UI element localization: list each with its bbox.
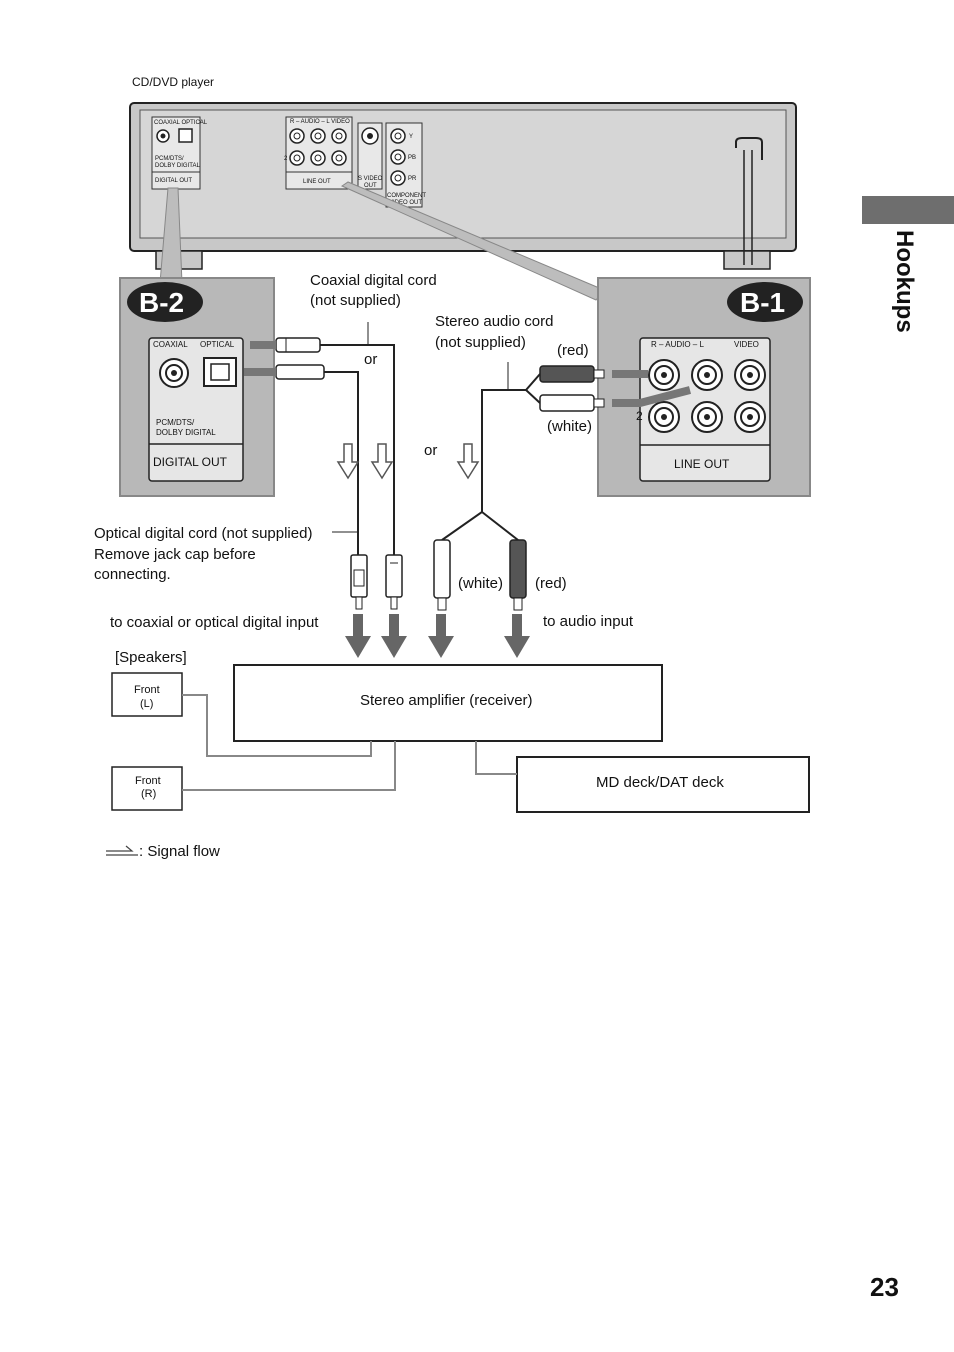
signal-flow-legend-icon [106, 845, 138, 856]
white-bottom-label: (white) [458, 575, 503, 592]
b1-audio-label: R – AUDIO – L [651, 340, 704, 349]
section-label: Hookups [888, 230, 918, 352]
front-l-label-2: (L) [140, 698, 153, 710]
front-left-speaker [111, 672, 183, 717]
optical-plug-top [275, 364, 325, 380]
amplifier-box [233, 664, 663, 742]
rear-line-out-jacks [289, 128, 347, 166]
b1-row2: 2 [636, 409, 643, 423]
b2-coaxial-label: COAXIAL [153, 340, 188, 349]
section-tab [862, 196, 954, 224]
rear-optical-jack [178, 128, 193, 143]
b2-pcm1: PCM/DTS/ [156, 418, 195, 427]
to-digital-label: to coaxial or optical digital input [110, 614, 319, 631]
badge-b1 [727, 282, 803, 322]
speakers-label: [Speakers] [115, 649, 187, 666]
b2-pcm2: DOLBY DIGITAL [156, 428, 216, 437]
b1-video-label: VIDEO [734, 340, 759, 349]
stereo-cord-label-2: (not supplied) [435, 334, 526, 351]
optical-plug-bottom [350, 554, 368, 598]
optical-label-3: connecting. [94, 566, 171, 583]
amplifier-label: Stereo amplifier (receiver) [360, 692, 533, 709]
signal-flow-arrows [336, 443, 480, 480]
b1-line-out-jacks [648, 359, 766, 433]
badge-b2-label: B-2 [139, 287, 184, 318]
front-right-speaker [111, 766, 183, 811]
coax-cord-label-1: Coaxial digital cord [310, 272, 437, 289]
optical-label-1: Optical digital cord (not supplied) [94, 525, 312, 542]
optical-label-2: Remove jack cap before [94, 546, 256, 563]
page-number: 23 [870, 1272, 899, 1302]
section-label-text: Hookups [891, 230, 918, 333]
badge-b2 [127, 282, 203, 322]
rear-coax-optical-label: COAXIAL OPTICAL [154, 120, 208, 126]
rear-pr: PR [408, 176, 417, 182]
signal-flow-label: : Signal flow [139, 843, 220, 860]
player-unit: CD/DVD player COAXIAL OPTICAL PCM/DTS/ D… [129, 75, 797, 270]
badge-b1-label: B-1 [740, 287, 785, 318]
rear-component-jacks [390, 128, 406, 186]
or-label-2: or [424, 442, 437, 459]
red-plug-top [539, 365, 595, 383]
white-insert-arrow [612, 386, 692, 407]
b2-optical-label: OPTICAL [200, 340, 235, 349]
white-plug-top [539, 394, 595, 412]
front-l-label-1: Front [134, 684, 160, 696]
panel-b1: R – AUDIO – L VIDEO 1 2 LINE OUT B-1 [597, 277, 811, 497]
front-r-label-1: Front [135, 775, 161, 787]
rear-pcm2: DOLBY DIGITAL [155, 163, 200, 169]
panel-b2: COAXIAL OPTICAL PCM/DTS/ DOLBY DIGITAL D… [119, 277, 275, 497]
rear-svideo1: S VIDEO [358, 176, 383, 182]
digital-cables [244, 322, 403, 610]
md-deck-label: MD deck/DAT deck [596, 774, 724, 791]
white-plug-bottom [433, 539, 451, 599]
rear-audio-video-label: R – AUDIO – L VIDEO [290, 119, 350, 125]
rear-line-out: LINE OUT [303, 179, 331, 185]
input-arrows [345, 614, 530, 658]
md-deck-box [516, 756, 810, 813]
coaxial-plug-bottom [385, 554, 403, 598]
rear-pb: PB [408, 155, 416, 161]
rear-pcm1: PCM/DTS/ [155, 156, 184, 162]
rear-comp1: COMPONENT [387, 193, 426, 199]
or-label-1: or [364, 351, 377, 368]
coaxial-plug-top [275, 337, 321, 353]
stereo-audio-cable [433, 362, 692, 611]
player-label: CD/DVD player [132, 75, 214, 89]
rear-y: Y [409, 134, 413, 140]
rear-digital-out: DIGITAL OUT [155, 178, 192, 184]
rear-row2: 2 [284, 156, 288, 162]
red-bottom-label: (red) [535, 575, 567, 592]
coax-cord-label-2: (not supplied) [310, 292, 401, 309]
to-audio-label: to audio input [543, 613, 634, 630]
red-plug-bottom [509, 539, 527, 599]
rear-comp2: VIDEO OUT [389, 200, 422, 206]
equipment [111, 664, 810, 813]
b1-line-out: LINE OUT [674, 457, 730, 471]
rear-svideo2: OUT [364, 183, 377, 189]
stereo-cord-label-1: Stereo audio cord [435, 313, 553, 330]
front-r-label-2: (R) [141, 788, 156, 800]
red-top-label: (red) [557, 342, 589, 359]
white-top-label: (white) [547, 418, 592, 435]
b2-digital-out: DIGITAL OUT [153, 455, 228, 469]
